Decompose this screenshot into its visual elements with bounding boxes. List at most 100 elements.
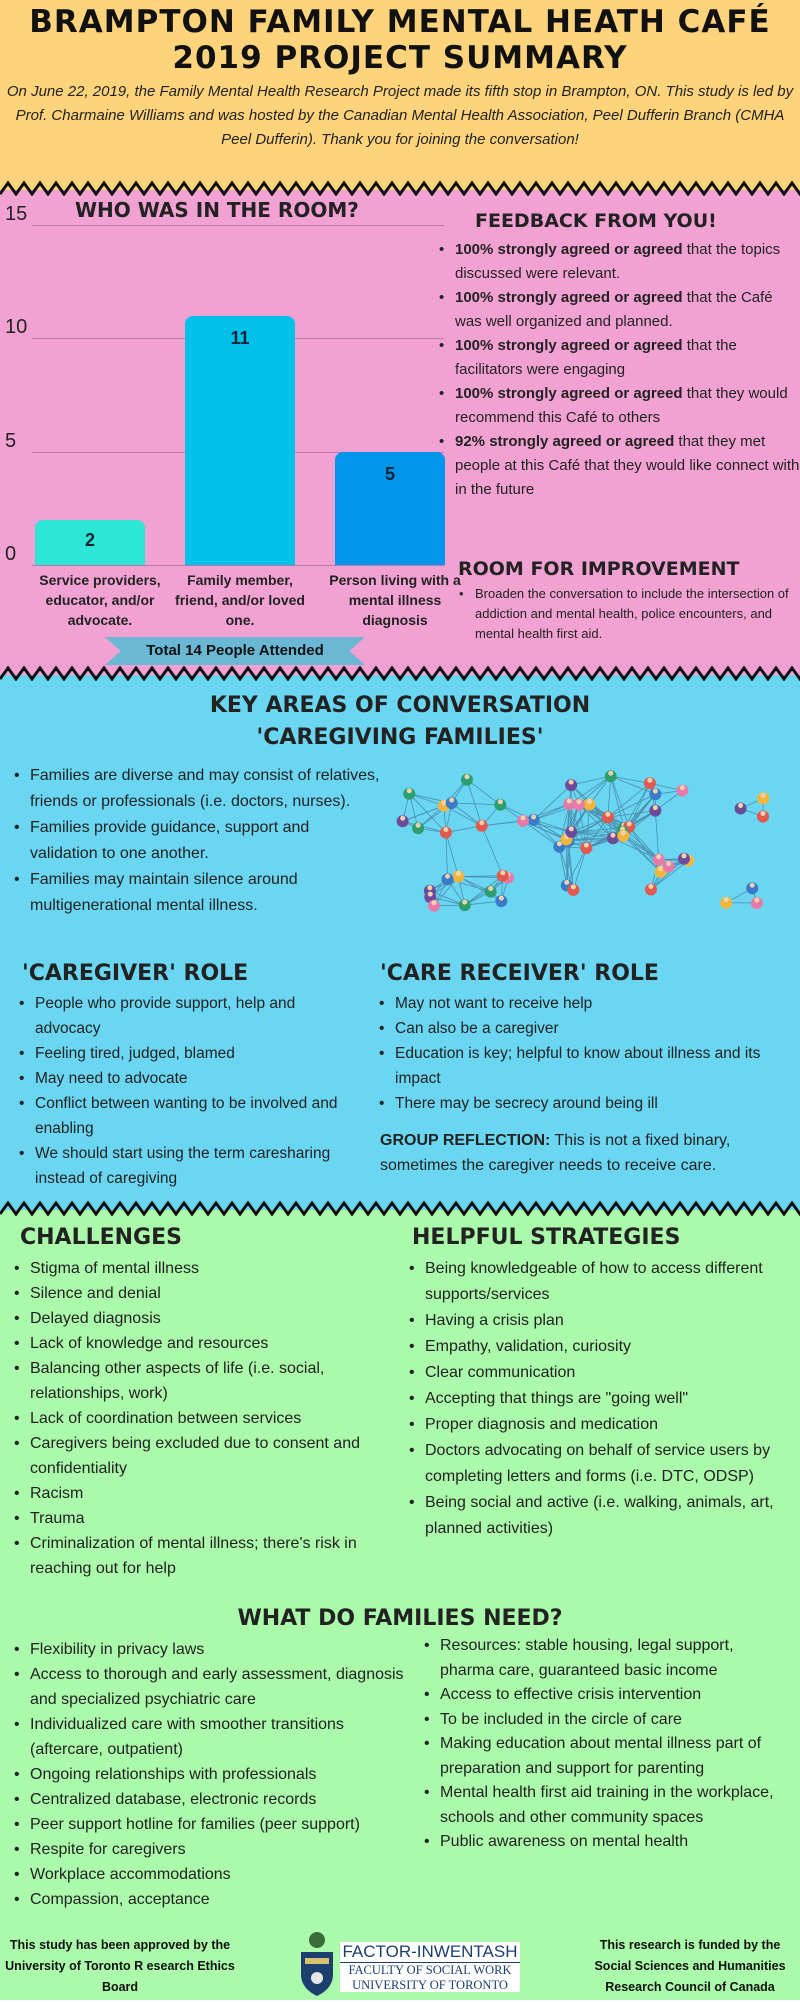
needs-title: WHAT DO FAMILIES NEED? (0, 1606, 800, 1631)
group-reflection: GROUP REFLECTION: This is not a fixed bi… (380, 1128, 780, 1178)
list-item: Racism (10, 1481, 390, 1506)
list-item: Criminalization of mental illness; there… (10, 1531, 390, 1581)
improvement-item: Broaden the conversation to include the … (455, 584, 797, 644)
improvement-list: Broaden the conversation to include the … (455, 584, 797, 644)
feedback-stat: 100% strongly agreed or agreed (455, 337, 683, 354)
list-item: Delayed diagnosis (10, 1306, 390, 1331)
bar-value-label: 2 (35, 530, 145, 551)
strategies-title: HELPFUL STRATEGIES (412, 1225, 680, 1250)
list-item: Public awareness on mental health (420, 1830, 790, 1855)
zigzag-divider (0, 180, 800, 196)
y-tick-label: 0 (5, 543, 16, 566)
feedback-item: 100% strongly agreed or agreed that the … (435, 334, 800, 382)
intro-text: On June 22, 2019, the Family Mental Heal… (6, 80, 794, 152)
list-item: Workplace accommodations (10, 1862, 420, 1887)
title-line-2: 2019 PROJECT SUMMARY (172, 40, 627, 76)
list-item: Clear communication (405, 1360, 790, 1386)
list-item: Families may maintain silence around mul… (10, 867, 380, 919)
key-areas-title: KEY AREAS OF CONVERSATION (0, 693, 800, 718)
challenges-needs-section: CHALLENGES Stigma of mental illnessSilen… (0, 1210, 800, 2000)
list-item: People who provide support, help and adv… (15, 991, 345, 1041)
list-item: Conflict between wanting to be involved … (15, 1091, 345, 1141)
key-areas-subtitle: 'CAREGIVING FAMILIES' (0, 725, 800, 750)
caregiver-list: People who provide support, help and adv… (15, 991, 345, 1191)
key-areas-section: KEY AREAS OF CONVERSATION 'CAREGIVING FA… (0, 675, 800, 1210)
list-item: Feeling tired, judged, blamed (15, 1041, 345, 1066)
caregiver-title: 'CAREGIVER' ROLE (22, 961, 248, 986)
list-item: Families are diverse and may consist of … (10, 763, 380, 815)
y-tick-label: 15 (5, 203, 27, 226)
logo-line-2: FACULTY OF SOCIAL WORK (340, 1962, 520, 1978)
caregiving-families-list: Families are diverse and may consist of … (10, 763, 380, 919)
network-people-illustration (390, 765, 790, 915)
list-item: Flexibility in privacy laws (10, 1637, 420, 1662)
list-item: Peer support hotline for families (peer … (10, 1812, 420, 1837)
feedback-title: FEEDBACK FROM YOU! (475, 210, 717, 232)
total-attended-banner: Total 14 People Attended (105, 637, 365, 665)
ethics-approval-note: This study has been approved by the Univ… (0, 1935, 240, 1998)
list-item: Families provide guidance, support and v… (10, 815, 380, 867)
challenges-list: Stigma of mental illnessSilence and deni… (10, 1256, 390, 1581)
logo-line-3: UNIVERSITY OF TORONTO (340, 1978, 520, 1993)
list-item: Access to effective crisis intervention (420, 1683, 790, 1708)
list-item: Caregivers being excluded due to consent… (10, 1431, 390, 1481)
list-item: Making education about mental illness pa… (420, 1732, 790, 1781)
list-item: Silence and denial (10, 1281, 390, 1306)
list-item: Individualized care with smoother transi… (10, 1712, 420, 1762)
bar (185, 316, 295, 565)
group-reflection-label: GROUP REFLECTION: (380, 1132, 550, 1149)
feedback-stat: 92% strongly agreed or agreed (455, 433, 674, 450)
bar-value-label: 11 (185, 328, 295, 349)
category-label: Family member, friend, and/or loved one. (170, 570, 310, 630)
factor-inwentash-logo: FACTOR-INWENTASH FACULTY OF SOCIAL WORK … (340, 1942, 520, 1992)
list-item: Empathy, validation, curiosity (405, 1334, 790, 1360)
list-item: Access to thorough and early assessment,… (10, 1662, 420, 1712)
zigzag-divider (0, 1200, 800, 1216)
list-item: Trauma (10, 1506, 390, 1531)
zigzag-divider (0, 665, 800, 681)
list-item: Can also be a caregiver (375, 1016, 795, 1041)
challenges-title: CHALLENGES (20, 1225, 182, 1250)
feedback-list: 100% strongly agreed or agreed that the … (435, 238, 800, 502)
list-item: Ongoing relationships with professionals (10, 1762, 420, 1787)
category-label: Person living with a mental illness diag… (325, 570, 465, 630)
list-item: Having a crisis plan (405, 1308, 790, 1334)
list-item: Balancing other aspects of life (i.e. so… (10, 1356, 390, 1406)
list-item: Proper diagnosis and medication (405, 1412, 790, 1438)
gridline (32, 225, 444, 226)
list-item: Resources: stable housing, legal support… (420, 1634, 790, 1683)
needs-right-list: Resources: stable housing, legal support… (420, 1634, 790, 1855)
feedback-item: 100% strongly agreed or agreed that the … (435, 238, 800, 286)
list-item: Being social and active (i.e. walking, a… (405, 1490, 790, 1542)
y-tick-label: 5 (5, 430, 16, 453)
feedback-item: 92% strongly agreed or agreed that they … (435, 430, 800, 502)
y-tick-label: 10 (5, 316, 27, 339)
list-item: Centralized database, electronic records (10, 1787, 420, 1812)
funding-note: This research is funded by the Social Sc… (580, 1935, 800, 1998)
care-receiver-title: 'CARE RECEIVER' ROLE (380, 961, 659, 986)
needs-left-list: Flexibility in privacy lawsAccess to tho… (10, 1637, 420, 1912)
list-item: Respite for caregivers (10, 1837, 420, 1862)
strategies-list: Being knowledgeable of how to access dif… (405, 1256, 790, 1542)
chart-title: WHO WAS IN THE ROOM? (75, 198, 359, 222)
list-item: May not want to receive help (375, 991, 795, 1016)
list-item: Compassion, acceptance (10, 1887, 420, 1912)
feedback-stat: 100% strongly agreed or agreed (455, 289, 683, 306)
list-item: Stigma of mental illness (10, 1256, 390, 1281)
feedback-item: 100% strongly agreed or agreed that the … (435, 286, 800, 334)
list-item: Accepting that things are "going well" (405, 1386, 790, 1412)
logo-line-1: FACTOR-INWENTASH (340, 1942, 520, 1962)
bar-value-label: 5 (335, 464, 445, 485)
list-item: May need to advocate (15, 1066, 345, 1091)
gridline (32, 565, 444, 566)
list-item: Being knowledgeable of how to access dif… (405, 1256, 790, 1308)
list-item: To be included in the circle of care (420, 1708, 790, 1733)
care-receiver-list: May not want to receive helpCan also be … (375, 991, 795, 1116)
feedback-item: 100% strongly agreed or agreed that they… (435, 382, 800, 430)
list-item: Mental health first aid training in the … (420, 1781, 790, 1830)
university-crest-icon (295, 1930, 340, 1998)
title-line-1: BRAMPTON FAMILY MENTAL HEATH CAFÉ (29, 4, 770, 40)
list-item: Education is key; helpful to know about … (375, 1041, 795, 1091)
